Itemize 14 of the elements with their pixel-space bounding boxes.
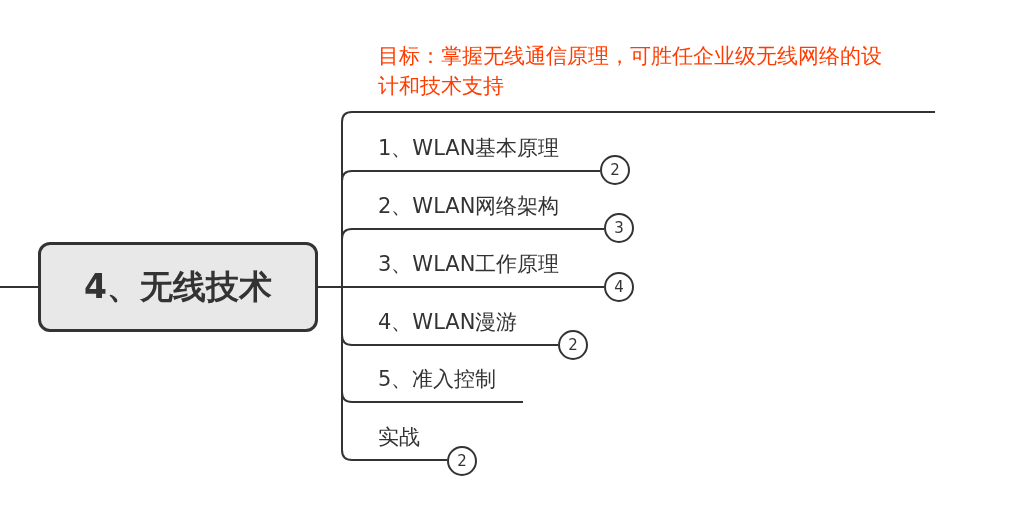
topic-label: 实战 xyxy=(352,420,447,461)
central-topic-box: 4、无线技术 xyxy=(38,242,318,332)
goal-text: 目标：掌握无线通信原理，可胜任企业级无线网络的设计和技术支持 xyxy=(352,38,935,113)
topic-label: 4、WLAN漫游 xyxy=(352,305,558,346)
count-badge: 3 xyxy=(604,213,634,243)
count-badge: 2 xyxy=(447,446,477,476)
count-badge: 2 xyxy=(558,330,588,360)
count-badge: 4 xyxy=(604,272,634,302)
branch-line xyxy=(0,286,39,288)
topic-label: 3、WLAN工作原理 xyxy=(352,247,604,288)
topic-label: 2、WLAN网络架构 xyxy=(352,189,604,230)
topic-label: 1、WLAN基本原理 xyxy=(352,131,600,172)
count-badge: 2 xyxy=(600,155,630,185)
topic-label: 5、准入控制 xyxy=(352,362,523,403)
